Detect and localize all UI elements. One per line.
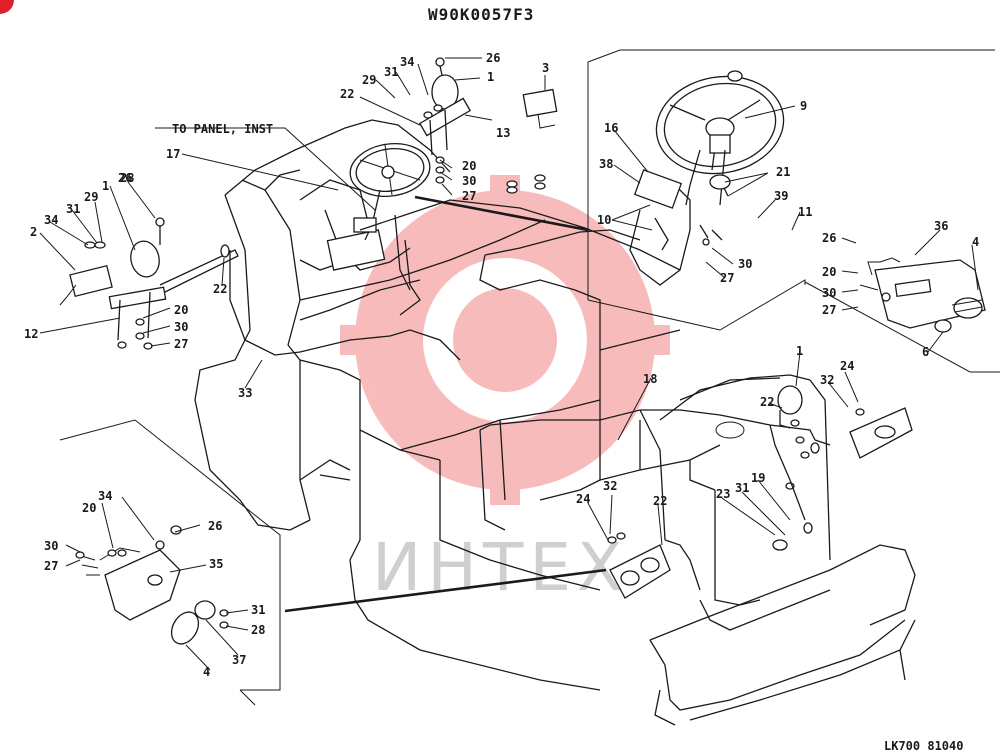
callout-31: 31: [251, 603, 265, 617]
callout-27: 27: [462, 189, 476, 203]
callout-29: 29: [362, 73, 376, 87]
callout-26: 26: [208, 519, 222, 533]
dashboard-assembly: [299, 143, 431, 321]
callout-31: 31: [735, 481, 749, 495]
callout-4: 4: [972, 235, 979, 249]
callout-6: 6: [922, 345, 929, 359]
wire-harness: [229, 195, 831, 613]
footer-code: LK700 81040: [884, 739, 963, 753]
callout-labels: 1 1 1 2 3 4 4 6 9 10 11 12 13 16 17 18 1…: [24, 51, 979, 679]
callout-28: 28: [120, 171, 134, 185]
callout-4: 4: [203, 665, 210, 679]
callout-13: 13: [496, 126, 510, 140]
note-to-panel: TO PANEL, INST: [172, 122, 273, 136]
callout-3: 3: [542, 61, 549, 75]
watermark-text: ИНТЕХ: [372, 529, 628, 606]
callout-32: 32: [820, 373, 834, 387]
callout-30: 30: [174, 320, 188, 334]
callout-26: 26: [486, 51, 500, 65]
vehicle-body: [194, 119, 916, 726]
callout-20: 20: [462, 159, 476, 173]
callout-32: 32: [603, 479, 617, 493]
callout-1: 1: [487, 70, 494, 84]
callout-30: 30: [462, 174, 476, 188]
callout-24: 24: [840, 359, 854, 373]
callout-1: 1: [102, 179, 109, 193]
callout-36: 36: [934, 219, 948, 233]
callout-17: 17: [166, 147, 180, 161]
leader-lines: [39, 57, 979, 671]
callout-29: 29: [84, 190, 98, 204]
callout-35: 35: [209, 557, 223, 571]
steering-column: [629, 169, 731, 286]
callout-10: 10: [597, 213, 611, 227]
callout-39: 39: [774, 189, 788, 203]
corner-badge: [0, 0, 14, 14]
callout-9: 9: [800, 99, 807, 113]
callout-34: 34: [44, 213, 58, 227]
callout-33: 33: [238, 386, 252, 400]
callout-27: 27: [44, 559, 58, 573]
callout-18: 18: [643, 372, 657, 386]
callout-26: 26: [118, 171, 132, 185]
work-lamp-top: [418, 57, 558, 194]
work-lamp-left: [59, 217, 239, 350]
callout-20: 20: [822, 265, 836, 279]
callout-23: 23: [716, 487, 730, 501]
callout-20: 20: [174, 303, 188, 317]
callout-20: 20: [82, 501, 96, 515]
callout-24: 24: [576, 492, 590, 506]
callout-22: 22: [653, 494, 667, 508]
callout-16: 16: [604, 121, 618, 135]
callout-26: 26: [822, 231, 836, 245]
callout-38: 38: [599, 157, 613, 171]
callout-19: 19: [751, 471, 765, 485]
callout-22: 22: [340, 87, 354, 101]
callout-30: 30: [44, 539, 58, 553]
callout-28: 28: [251, 623, 265, 637]
rear-lamp-lower-left: [75, 525, 229, 645]
callout-27: 27: [174, 337, 188, 351]
callout-37: 37: [232, 653, 246, 667]
frame-lines: [59, 49, 1000, 706]
callout-27: 27: [822, 303, 836, 317]
callout-1: 1: [796, 344, 803, 358]
callout-11: 11: [798, 205, 812, 219]
callout-30: 30: [738, 257, 752, 271]
callout-34: 34: [98, 489, 112, 503]
callout-27: 27: [720, 271, 734, 285]
callout-22: 22: [760, 395, 774, 409]
callout-30: 30: [822, 286, 836, 300]
callout-12: 12: [24, 327, 38, 341]
callout-21: 21: [776, 165, 790, 179]
rear-lamps-body: [607, 385, 913, 599]
document-code: W90K0057F3: [428, 5, 534, 24]
rear-lamp-upper-right: [859, 257, 986, 333]
callout-22: 22: [213, 282, 227, 296]
callout-2: 2: [30, 225, 37, 239]
watermark: [340, 175, 670, 505]
callout-34: 34: [400, 55, 414, 69]
callout-31: 31: [66, 202, 80, 216]
callout-31: 31: [384, 65, 398, 79]
